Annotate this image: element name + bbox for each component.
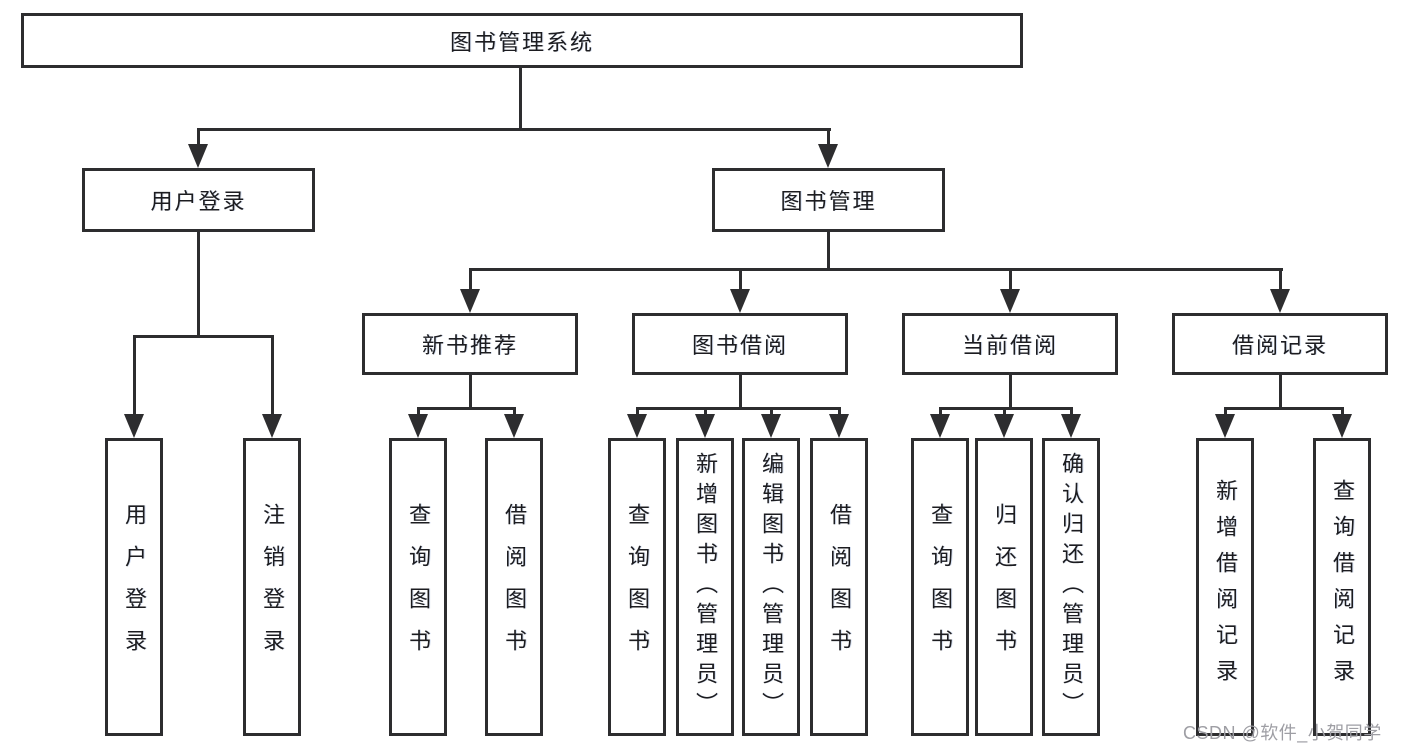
connector-user-login-hline [133,335,274,338]
connector-user-login-down [197,232,200,335]
connector-current-down [1009,375,1012,407]
leaf-query-borrow-record: 查询借阅记录 [1313,438,1371,736]
leaf-borrow-books: 借阅图书 [810,438,868,736]
connector-borrow-down [739,375,742,407]
leaf-query-books-recommend: 查询图书 [389,438,447,736]
connector-current-hline [939,407,1073,410]
connector-l3-stem [469,268,472,292]
node-library-management-system: 图书管理系统 [21,13,1023,68]
leaf-confirm-return-admin: 确认归还（管理员） [1042,438,1100,736]
node-user-login: 用户登录 [82,168,315,232]
leaf-add-books-admin: 新增图书（管理员） [676,438,734,736]
arrow-down-icon [730,289,750,313]
arrow-down-icon [930,414,950,438]
arrow-down-icon [408,414,428,438]
leaf-borrow-books-recommend: 借阅图书 [485,438,543,736]
arrow-down-icon [1000,289,1020,313]
leaf-logout: 注销登录 [243,438,301,736]
node-current-borrowing: 当前借阅 [902,313,1118,375]
arrow-down-icon [460,289,480,313]
connector-borrow-hline [636,407,841,410]
connector-book-mgmt-stem [827,128,830,152]
connector-book-mgmt-down [827,232,830,268]
arrow-down-icon [1270,289,1290,313]
connector-root-hline [197,128,831,131]
connector-leaf-stem [271,335,274,418]
node-book-borrowing: 图书借阅 [632,313,848,375]
arrow-down-icon [829,414,849,438]
leaf-return-books: 归还图书 [975,438,1033,736]
csdn-watermark: CSDN @软件_小贺同学 [1183,723,1382,743]
arrow-down-icon [695,414,715,438]
connector-records-hline [1224,407,1344,410]
connector-recommend-hline [417,407,516,410]
arrow-down-icon [188,144,208,168]
connector-l3-stem [1009,268,1012,292]
arrow-down-icon [504,414,524,438]
connector-l3-stem [739,268,742,292]
connector-records-down [1279,375,1282,407]
leaf-add-borrow-record: 新增借阅记录 [1196,438,1254,736]
connector-leaf-stem [133,335,136,418]
arrow-down-icon [1332,414,1352,438]
leaf-edit-books-admin: 编辑图书（管理员） [742,438,800,736]
connector-root-stem [519,68,522,128]
arrow-down-icon [124,414,144,438]
leaf-query-books-borrow: 查询图书 [608,438,666,736]
connector-book-mgmt-hline [469,268,1283,271]
leaf-query-books-current: 查询图书 [911,438,969,736]
connector-user-login-stem [197,128,200,152]
arrow-down-icon [994,414,1014,438]
connector-recommend-down [469,375,472,407]
node-book-management: 图书管理 [712,168,945,232]
arrow-down-icon [761,414,781,438]
leaf-user-login: 用户登录 [105,438,163,736]
arrow-down-icon [627,414,647,438]
connector-l3-stem [1279,268,1282,292]
arrow-down-icon [1215,414,1235,438]
arrow-down-icon [818,144,838,168]
arrow-down-icon [262,414,282,438]
arrow-down-icon [1061,414,1081,438]
node-new-book-recommendation: 新书推荐 [362,313,578,375]
node-borrowing-records: 借阅记录 [1172,313,1388,375]
